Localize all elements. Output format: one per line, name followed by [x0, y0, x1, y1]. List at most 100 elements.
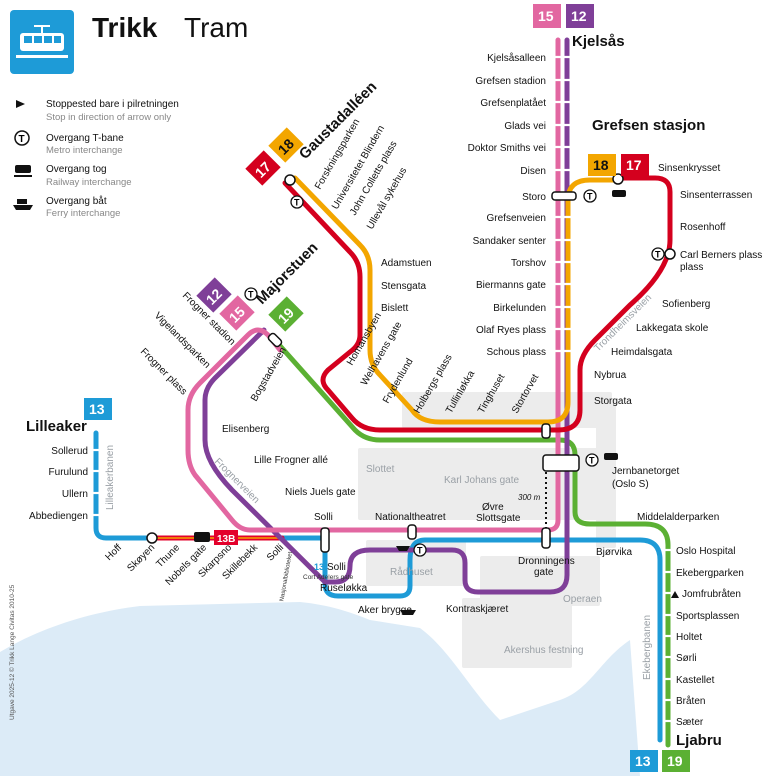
badge-15-top	[533, 4, 561, 28]
badge-18-grefsen	[588, 154, 616, 176]
metro-icon: T	[14, 130, 30, 146]
ferry-icon	[13, 199, 33, 210]
badge-13-lilleaker	[84, 398, 112, 420]
station-label: Sofienberg	[662, 299, 710, 310]
arrow-icon	[16, 100, 25, 108]
carl-berners-stop	[664, 248, 676, 260]
badge-18-gaustad	[268, 127, 304, 163]
svg-text:T: T	[589, 456, 595, 466]
line-18	[292, 175, 618, 425]
station-label: Ekebergparken	[676, 568, 744, 579]
line-19	[270, 335, 671, 748]
stortorvet-stop	[541, 423, 551, 439]
grefsen-stop	[612, 173, 624, 185]
ferry-icon	[400, 610, 416, 615]
metro-icon: T	[583, 189, 597, 203]
svg-text:13: 13	[635, 753, 651, 769]
badge-17-grefsen	[621, 154, 649, 176]
station-label: Sportsplassen	[676, 611, 739, 622]
badge-13B	[214, 530, 238, 545]
station-label: Storgata	[594, 396, 632, 407]
station-label: Rosenhoff	[680, 222, 726, 233]
storo-stop	[551, 191, 577, 201]
ljabru-line-labels: Oslo Hospital Ekebergparken Jomfrubråten…	[671, 546, 744, 728]
svg-text:T: T	[294, 198, 300, 208]
station-label: Grefsenplatået	[480, 97, 546, 109]
walk-distance: 300 m	[518, 493, 541, 502]
station-label: Middelalderparken	[637, 512, 719, 523]
svg-text:13B: 13B	[217, 534, 235, 545]
station-label: Holtet	[676, 632, 702, 643]
badge-13-ljabru	[630, 750, 658, 772]
legend-train-no: Overgang tog	[46, 164, 107, 175]
legend-metro-en: Metro interchange	[46, 145, 123, 156]
station-label: Grefsenveien	[487, 213, 546, 224]
metro-icon: T	[651, 247, 665, 261]
station-label: Lakkegata skole	[636, 323, 709, 334]
place-operaen: Operaen	[563, 594, 602, 605]
interchanges: T T T T T T	[146, 173, 676, 615]
terminal-lilleaker: Lilleaker	[26, 418, 87, 435]
lilleaker-line-labels: Sollerud Furulund Ullern Abbediengen	[29, 446, 88, 522]
station-label: gate	[534, 567, 554, 578]
metro-icon: T	[290, 195, 304, 209]
legend-metro-no: Overgang T-bane	[46, 133, 124, 144]
edition-note: Utgave 2025-12 © Trikk Lange Civitas 201…	[8, 584, 16, 720]
svg-text:19: 19	[667, 753, 683, 769]
solli-note: Nasjonalbiblioteket	[279, 551, 294, 602]
place-slottet: Slottet	[366, 464, 395, 475]
nationaltheatret-stop	[407, 524, 417, 540]
legend-arrow-en: Stop in direction of arrow only	[46, 112, 171, 123]
station-label: Niels Juels gate	[285, 487, 356, 498]
station-label: Solli	[265, 542, 286, 563]
station-label: Bogstadveien	[249, 346, 289, 404]
tram-icon	[16, 25, 68, 58]
line-12	[202, 37, 570, 595]
station-label: Sandaker senter	[473, 236, 547, 247]
solli-stop	[320, 527, 330, 553]
solli-alt-note: Cort Adelers gate	[303, 574, 354, 581]
badge-19-majorstuen	[268, 296, 304, 332]
svg-text:T: T	[655, 250, 661, 260]
station-label: Ruseløkka	[320, 583, 368, 594]
station-label: Nybrua	[594, 370, 627, 381]
west-labels: Elisenberg Lille Frogner allé Niels Juel…	[222, 424, 719, 616]
station-ticks	[91, 55, 674, 723]
station-label: Bråten	[676, 695, 705, 707]
lilleaker-rot-labels: Hoff Skøyen Thune Nobels gate Skarpsno S…	[103, 542, 294, 602]
station-label: Jernbanetorget	[612, 466, 679, 477]
station-label: Biermanns gate	[476, 280, 546, 291]
station-label: Dronningens	[518, 556, 575, 567]
station-label: Frogner plass	[138, 346, 189, 397]
svg-text:17: 17	[626, 157, 642, 173]
svg-text:T: T	[587, 192, 593, 202]
station-label: Disen	[520, 166, 546, 177]
station-label: Sinsenterrassen	[680, 190, 752, 201]
place-lilleakerbanen: Lilleakerbanen	[105, 445, 116, 510]
svg-text:13: 13	[314, 562, 324, 572]
terminal-kjelsas: Kjelsås	[572, 33, 625, 50]
station-label: Bislett	[381, 303, 408, 314]
station-label: Torshov	[511, 258, 546, 269]
station-label: Sørli	[676, 653, 697, 664]
svg-text:15: 15	[538, 8, 554, 24]
station-label: Hoff	[103, 542, 124, 563]
station-label: Grefsen stadion	[475, 76, 546, 87]
title-bold: Trikk	[92, 12, 158, 43]
fjord-water	[0, 602, 640, 776]
station-label: Jomfrubråten	[682, 588, 741, 600]
station-label: Rådhuset	[390, 566, 433, 578]
station-label: Nationaltheatret	[375, 512, 446, 523]
station-label: Oslo Hospital	[676, 546, 735, 557]
place-karljohan: Karl Johans gate	[444, 475, 519, 486]
station-label: Adamstuen	[381, 258, 432, 269]
jernbanetorget-stop	[542, 454, 580, 472]
station-label-sub: plass	[680, 262, 703, 273]
badge-15-majorstuen	[219, 295, 255, 331]
terminal-grefsen: Grefsen stasjon	[592, 117, 705, 134]
station-label: Bjørvika	[596, 547, 633, 558]
train-icon	[612, 190, 626, 197]
skoyen-stop	[146, 532, 158, 544]
station-label: Doktor Smiths vei	[468, 143, 546, 154]
